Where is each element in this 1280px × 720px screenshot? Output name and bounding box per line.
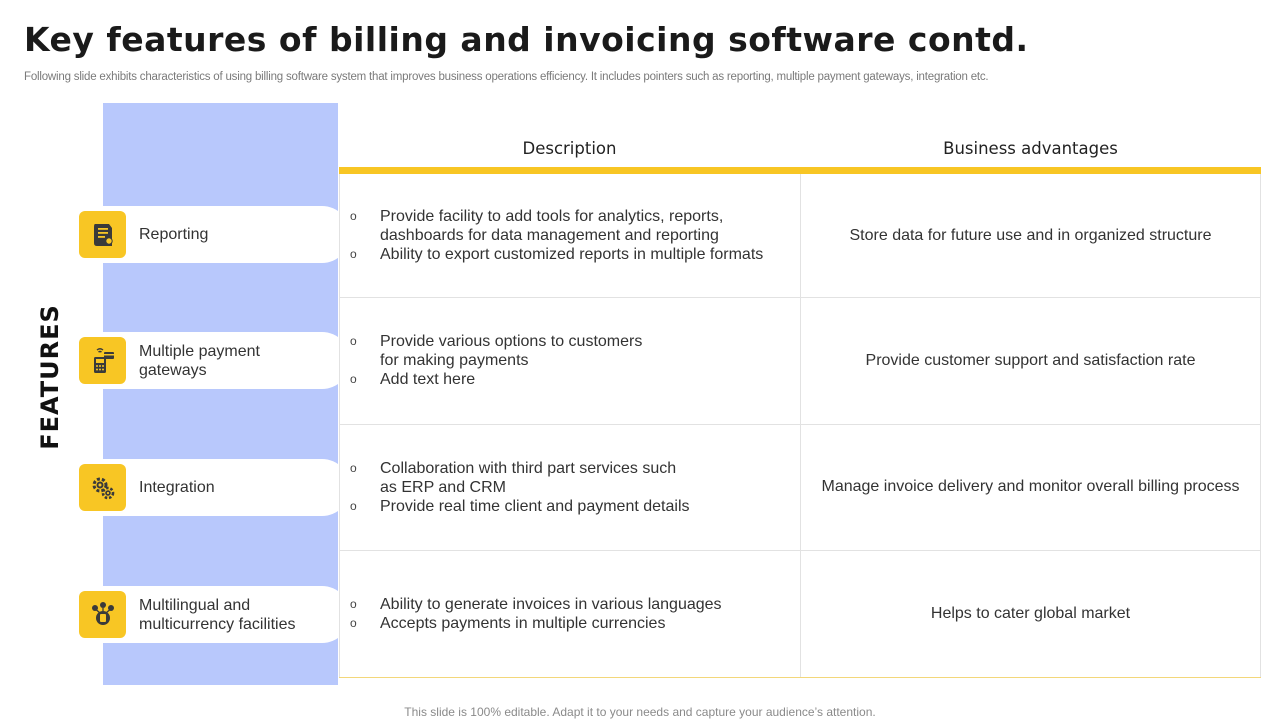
bullet-marker: o bbox=[350, 498, 357, 513]
bullet-item: o Provide real time client and payment d… bbox=[350, 497, 790, 516]
bullet-marker: o bbox=[350, 460, 357, 475]
bullet-text: Provide real time client and payment det… bbox=[380, 497, 690, 515]
description-cell: o Provide various options to customers f… bbox=[350, 297, 790, 424]
bullet-item: o Add text here bbox=[350, 370, 790, 389]
bullet-text: Accepts payments in multiple currencies bbox=[380, 614, 666, 632]
header-accent-bar bbox=[339, 167, 1261, 174]
bullet-marker: o bbox=[350, 615, 357, 630]
bullet-text: Ability to generate invoices in various … bbox=[380, 595, 722, 613]
row-divider bbox=[339, 424, 1261, 425]
column-divider bbox=[800, 174, 801, 677]
row-divider bbox=[339, 297, 1261, 298]
row-divider bbox=[339, 550, 1261, 551]
bullet-marker: o bbox=[350, 247, 357, 261]
description-cell: o Provide facility to add tools for anal… bbox=[350, 174, 790, 297]
bullet-marker: o bbox=[350, 334, 357, 348]
features-vertical-label-wrap: FEATURES bbox=[22, 304, 78, 450]
gears-icon bbox=[79, 464, 126, 511]
feature-multiple-payment-gateways: Multiple payment gateways bbox=[100, 332, 350, 389]
bullet-text: Add text here bbox=[380, 371, 476, 388]
advantage-cell: Store data for future use and in organiz… bbox=[849, 226, 1212, 244]
bullet-text: Provide various options to customers for… bbox=[380, 333, 643, 369]
feature-integration: Integration bbox=[100, 459, 350, 516]
bullet-text: Provide facility to add tools for analyt… bbox=[380, 208, 724, 244]
bullet-item: o Provide various options to customers f… bbox=[350, 332, 790, 370]
description-cell: o Ability to generate invoices in variou… bbox=[350, 550, 790, 677]
bullet-item: o Ability to generate invoices in variou… bbox=[350, 595, 790, 614]
bullet-marker: o bbox=[350, 596, 357, 611]
bullet-item: o Collaboration with third part services… bbox=[350, 459, 790, 497]
feature-label: Reporting bbox=[139, 226, 209, 243]
bullet-marker: o bbox=[350, 372, 357, 386]
features-vertical-label: FEATURES bbox=[36, 304, 64, 450]
feature-label: Multilingual and multicurrency facilitie… bbox=[139, 596, 296, 633]
feature-label: Multiple payment gateways bbox=[139, 342, 260, 379]
table-frame bbox=[339, 174, 1261, 677]
bullet-text: Collaboration with third part services s… bbox=[380, 459, 677, 496]
report-document-icon bbox=[79, 211, 126, 258]
slide-subtitle: Following slide exhibits characteristics… bbox=[24, 71, 989, 83]
header-business-advantages: Business advantages bbox=[943, 139, 1118, 158]
bullet-text: Ability to export customized reports in … bbox=[380, 246, 764, 263]
multicurrency-globe-icon bbox=[79, 591, 126, 638]
slide-title: Key features of billing and invoicing so… bbox=[24, 20, 1029, 59]
table-bottom-line bbox=[339, 677, 1261, 678]
bullet-marker: o bbox=[350, 209, 357, 223]
advantage-cell: Provide customer support and satisfactio… bbox=[865, 351, 1196, 369]
feature-label: Integration bbox=[139, 479, 215, 496]
bullet-item: o Accepts payments in multiple currencie… bbox=[350, 614, 790, 633]
feature-multilingual-multicurrency: Multilingual and multicurrency facilitie… bbox=[100, 586, 350, 643]
header-description: Description bbox=[522, 139, 617, 158]
advantage-cell: Helps to cater global market bbox=[930, 604, 1131, 622]
advantage-cell: Manage invoice delivery and monitor over… bbox=[821, 478, 1240, 495]
payment-terminal-icon bbox=[79, 337, 126, 384]
bullet-item: o Ability to export customized reports i… bbox=[350, 245, 790, 264]
bullet-item: o Provide facility to add tools for anal… bbox=[350, 207, 790, 245]
description-cell: o Collaboration with third part services… bbox=[350, 424, 790, 550]
feature-reporting: Reporting bbox=[100, 206, 350, 263]
slide-footer: This slide is 100% editable. Adapt it to… bbox=[404, 705, 876, 719]
